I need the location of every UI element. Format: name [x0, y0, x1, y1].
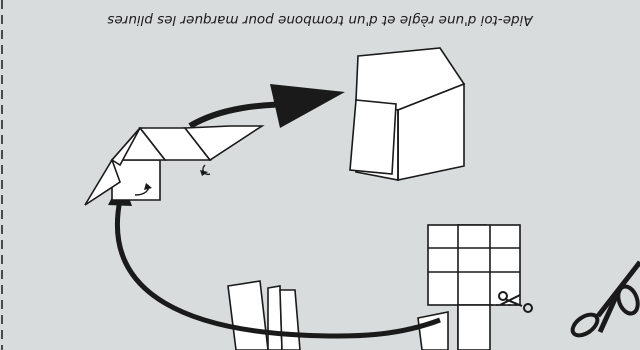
fold-arrow-head-2 — [200, 170, 208, 176]
small-scissors-icon — [498, 291, 533, 313]
large-scissors-icon — [570, 260, 640, 338]
cut-line-border — [1, 0, 3, 350]
arrow-head-upper — [270, 84, 345, 128]
instruction-caption: Aide-toi d'une règle et d'un trombone po… — [107, 12, 533, 28]
fold-arrow-head — [144, 183, 152, 190]
folded-box-piece — [84, 125, 265, 206]
assembled-box — [349, 47, 466, 181]
folded-card-pieces — [227, 280, 449, 350]
process-arrow-lower — [115, 199, 441, 339]
